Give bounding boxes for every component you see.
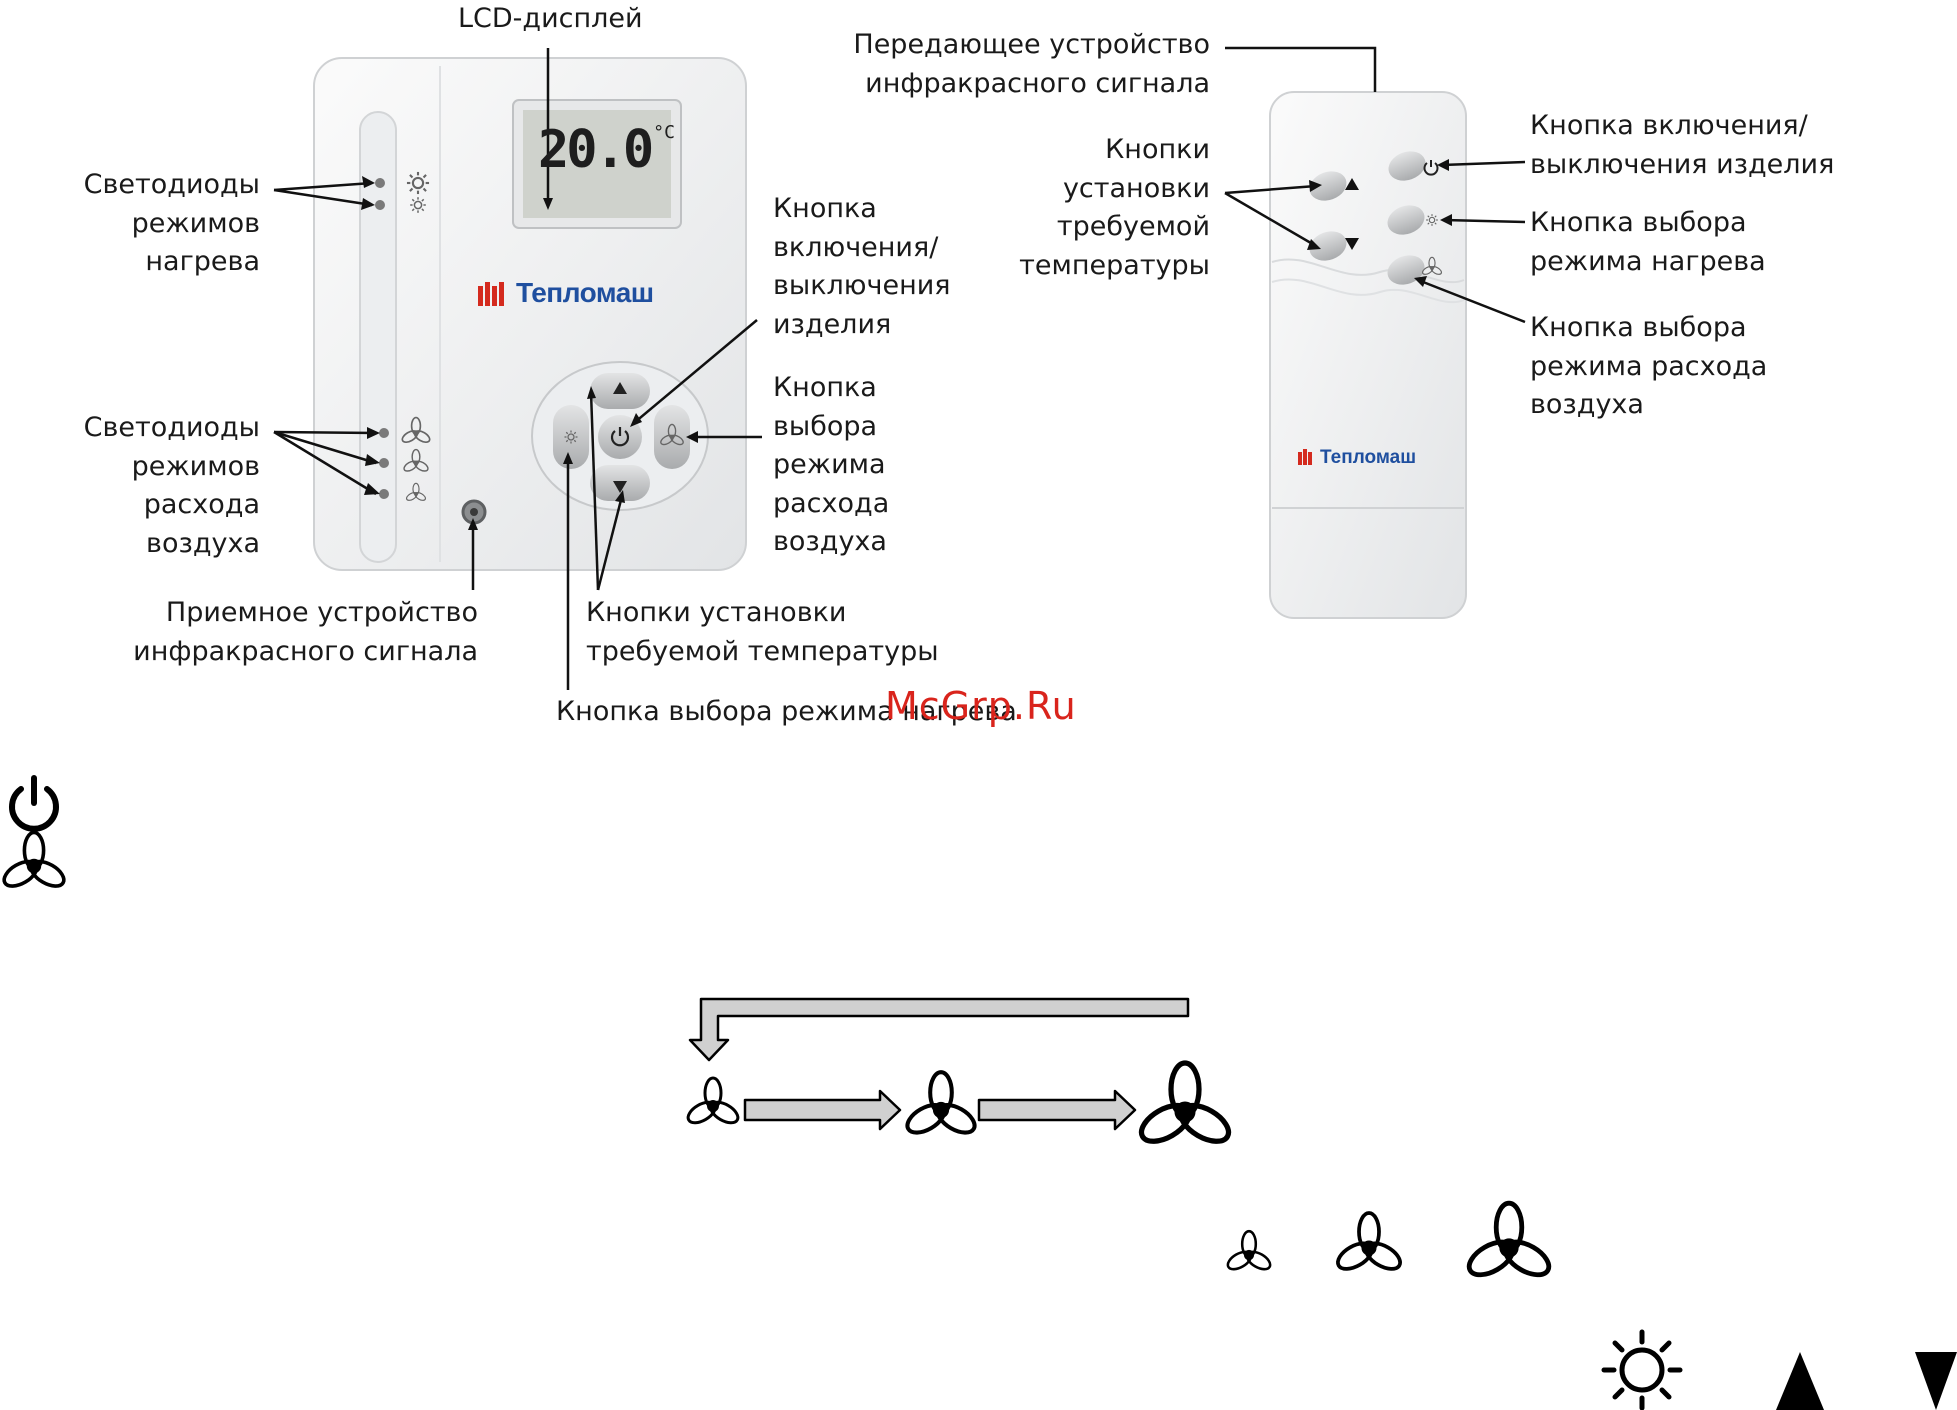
power-icon-small bbox=[610, 427, 630, 447]
brand-logo-icon bbox=[478, 282, 504, 306]
remote-brand-logo-icon bbox=[1298, 449, 1312, 465]
forward-arrow-2 bbox=[977, 1089, 1137, 1131]
watermark: McGrp.Ru bbox=[885, 684, 1077, 728]
fan-icon-speed-1 bbox=[683, 1076, 743, 1129]
thermostat-leader-lines bbox=[273, 48, 762, 690]
remote-leader-lines bbox=[1224, 46, 1526, 324]
thermostat-arrowheads bbox=[361, 176, 698, 530]
lcd-readout: 20.0 °C bbox=[538, 118, 675, 198]
remote-air-button[interactable] bbox=[1383, 250, 1428, 289]
led-air-3 bbox=[379, 489, 389, 499]
led-air-2 bbox=[379, 458, 389, 468]
down-triangle-icon bbox=[1915, 1352, 1957, 1410]
remote-temp-buttons-label: Кнопки установки требуемой температуры bbox=[1019, 134, 1210, 281]
remote-arrowheads bbox=[1307, 159, 1452, 287]
led-air-1 bbox=[379, 428, 389, 438]
up-triangle-icon bbox=[1776, 1352, 1824, 1410]
fan-cycle-diagram bbox=[683, 997, 1235, 1149]
lcd-value: 20.0 bbox=[538, 120, 654, 180]
lcd-unit: °C bbox=[653, 122, 675, 143]
remote-power-button-label: Кнопка включения/ выключения изделия bbox=[1530, 110, 1835, 180]
sun-icon-large bbox=[1601, 1329, 1683, 1410]
forward-arrow-1 bbox=[743, 1089, 902, 1131]
heat-mode-button-label: Кнопка выбора режима нагрева bbox=[556, 696, 1017, 727]
ir-transmitter-label: Передающее устройство инфракрасного сигн… bbox=[853, 29, 1210, 99]
thermostat-groove bbox=[359, 111, 397, 563]
leds-air-label: Светодиоды режимов расхода воздуха bbox=[83, 412, 260, 559]
fan-icon-medium-legend bbox=[1331, 1211, 1407, 1277]
heat-mode-button[interactable] bbox=[553, 405, 589, 469]
lcd-label: LCD-дисплей bbox=[458, 3, 643, 34]
remote-control bbox=[1269, 91, 1467, 619]
thermostat bbox=[313, 57, 747, 571]
fan-icon bbox=[0, 830, 70, 893]
led-heat-2 bbox=[375, 200, 385, 210]
temp-buttons-label: Кнопки установки требуемой температуры bbox=[586, 597, 939, 667]
fan-icon-speed-2 bbox=[903, 1072, 979, 1138]
fan-icon-large-legend bbox=[1464, 1203, 1554, 1281]
remote-heat-button[interactable] bbox=[1383, 200, 1428, 239]
thermostat-brand-text: Тепломаш bbox=[516, 277, 654, 308]
air-mode-button-label: Кнопка выбора режима расхода воздуха bbox=[773, 372, 890, 557]
led-heat-1 bbox=[375, 178, 385, 188]
remote-up-button[interactable] bbox=[1305, 166, 1350, 205]
power-button-label: Кнопка включения/ выключения изделия bbox=[773, 193, 951, 340]
ir-receiver-label: Приемное устройство инфракрасного сигнал… bbox=[133, 597, 478, 667]
fan-icon-small-legend bbox=[1223, 1229, 1275, 1275]
power-icon bbox=[9, 775, 59, 832]
fan-icon-speed-3 bbox=[1136, 1063, 1235, 1149]
remote-down-button[interactable] bbox=[1305, 226, 1350, 265]
return-arrow bbox=[688, 997, 1190, 1062]
leds-heating-label: Светодиоды режимов нагрева bbox=[83, 169, 260, 277]
remote-power-button[interactable] bbox=[1384, 146, 1429, 185]
remote-heat-mode-button-label: Кнопка выбора режима нагрева bbox=[1530, 207, 1766, 277]
remote-brand-text: Тепломаш bbox=[1320, 447, 1417, 468]
remote-air-mode-button-label: Кнопка выбора режима расхода воздуха bbox=[1530, 312, 1768, 420]
